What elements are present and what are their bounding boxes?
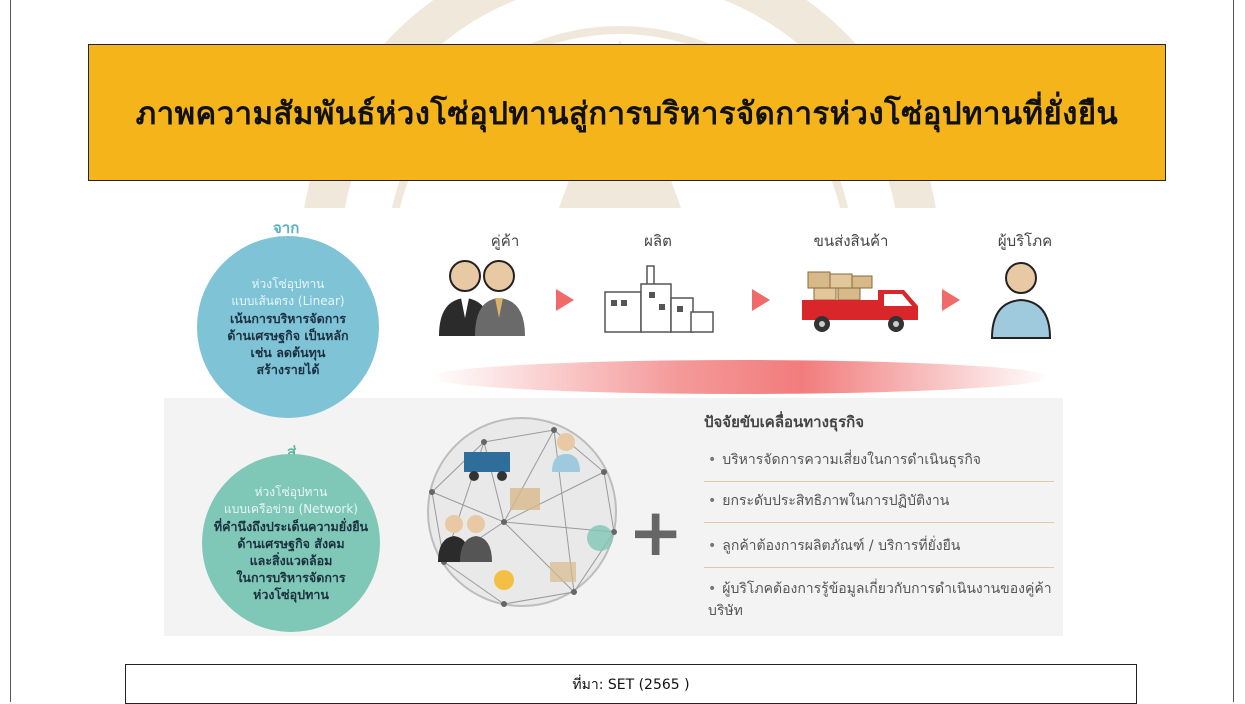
factor-item-text: บริหารจัดการความเสี่ยงในการดำเนินธุรกิจ bbox=[722, 452, 982, 468]
network-line-5: และสิ่งแวดล้อม bbox=[249, 552, 333, 568]
consumer-icon bbox=[990, 262, 1052, 339]
source-text: ที่มา: SET (2565 ) bbox=[572, 677, 690, 693]
factor-item: •ลูกค้าต้องการผลิตภัณฑ์ / บริการที่ยั่งย… bbox=[708, 538, 961, 554]
stage-label-consumer: ผู้บริโภค bbox=[997, 232, 1053, 250]
divider bbox=[704, 481, 1054, 482]
plus-icon: + bbox=[628, 494, 684, 571]
network-supply-chain-circle: ห่วงโซ่อุปทาน แบบเครือข่าย (Network) ที่… bbox=[202, 454, 380, 632]
stage-label-partner: คู่ค้า bbox=[490, 232, 520, 250]
network-line-3: ที่คำนึงถึงประเด็นความยั่งยืน bbox=[213, 518, 369, 534]
page-title: ภาพความสัมพันธ์ห่วงโซ่อุปทานสู่การบริหาร… bbox=[135, 95, 1119, 132]
factory-icon bbox=[604, 265, 714, 333]
factor-item: •ยกระดับประสิทธิภาพในการปฏิบัติงาน bbox=[708, 493, 950, 509]
network-line-6: ในการบริหารจัดการ bbox=[236, 569, 346, 585]
to-label: สู่ bbox=[287, 443, 297, 461]
transition-swoosh bbox=[430, 360, 1050, 394]
linear-supply-chain-circle: ห่วงโซ่อุปทาน แบบเส้นตรง (Linear) เน้นกา… bbox=[197, 236, 379, 418]
factor-item-text: ยกระดับประสิทธิภาพในการปฏิบัติงาน bbox=[722, 493, 950, 509]
network-line-7: ห่วงโซ่อุปทาน bbox=[253, 586, 329, 602]
factor-item-text: ลูกค้าต้องการผลิตภัณฑ์ / บริการที่ยั่งยื… bbox=[722, 538, 961, 554]
network-globe-icon bbox=[427, 417, 617, 607]
factor-item: •บริหารจัดการความเสี่ยงในการดำเนินธุรกิจ bbox=[708, 452, 982, 468]
linear-line-4: ด้านเศรษฐกิจ เป็นหลัก bbox=[227, 328, 349, 343]
from-label: จาก bbox=[273, 219, 300, 237]
network-line-2: แบบเครือข่าย (Network) bbox=[223, 501, 358, 516]
stage-label-produce: ผลิต bbox=[644, 232, 672, 250]
linear-line-3: เน้นการบริหารจัดการ bbox=[229, 311, 347, 326]
network-line-1: ห่วงโซ่อุปทาน bbox=[254, 484, 328, 499]
factor-item-text: ผู้บริโภคต้องการรู้ข้อมูลเกี่ยวกับการดำเ… bbox=[708, 581, 1052, 619]
factors-title: ปัจจัยขับเคลื่อนทางธุรกิจ bbox=[704, 413, 864, 431]
linear-line-2: แบบเส้นตรง (Linear) bbox=[231, 294, 345, 308]
linear-line-5: เช่น ลดต้นทุน bbox=[250, 345, 326, 360]
arrow-icon bbox=[752, 289, 770, 311]
network-line-4: ด้านเศรษฐกิจ สังคม bbox=[237, 535, 345, 551]
source-caption: ที่มา: SET (2565 ) bbox=[125, 664, 1137, 704]
delivery-truck-icon bbox=[802, 271, 918, 332]
factor-item: •ผู้บริโภคต้องการรู้ข้อมูลเกี่ยวกับการดำ… bbox=[708, 581, 1052, 619]
arrow-icon bbox=[556, 289, 574, 311]
business-partners-icon bbox=[439, 260, 525, 336]
arrow-icon bbox=[942, 289, 960, 311]
divider bbox=[704, 567, 1054, 568]
page-frame bbox=[10, 0, 1234, 702]
linear-line-6: สร้างรายได้ bbox=[256, 362, 320, 377]
divider bbox=[704, 522, 1054, 523]
stage-label-transport: ขนส่งสินค้า bbox=[813, 232, 889, 250]
linear-line-1: ห่วงโซ่อุปทาน bbox=[251, 277, 325, 291]
title-banner: ภาพความสัมพันธ์ห่วงโซ่อุปทานสู่การบริหาร… bbox=[88, 44, 1166, 181]
